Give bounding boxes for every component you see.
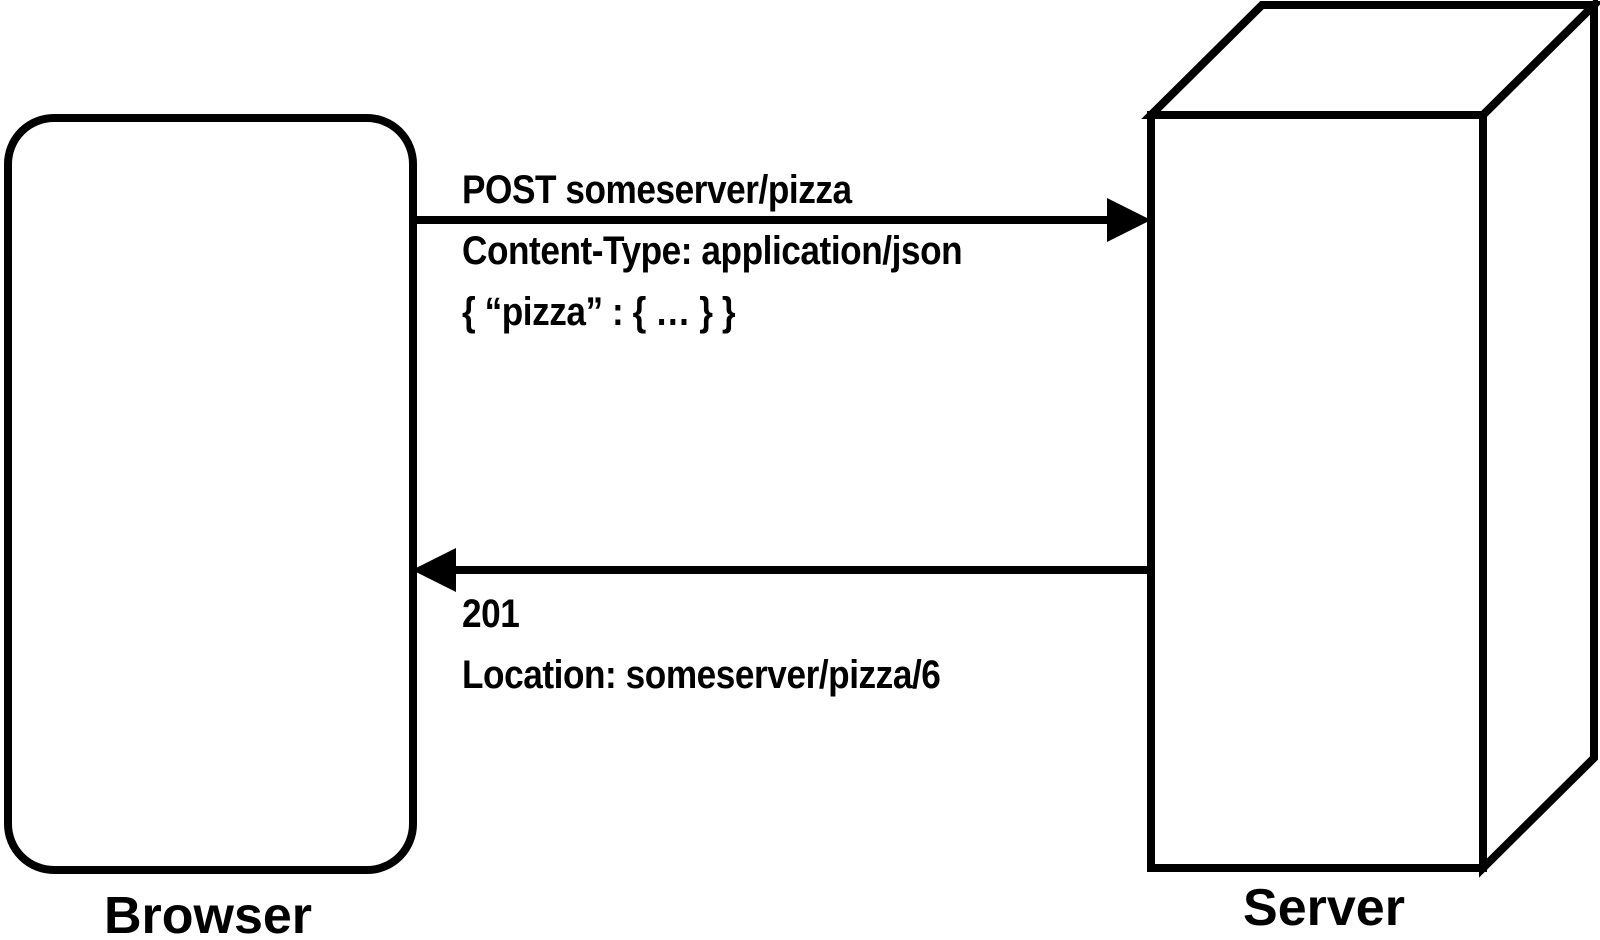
server-box-top-face	[1141, 1, 1600, 119]
response-message: 201 Location: someserver/pizza/6	[462, 591, 941, 697]
browser-node[interactable]	[4, 114, 417, 874]
response-arrow	[412, 548, 1151, 592]
request-arrow	[413, 198, 1151, 242]
request-arrow-head-right-icon	[1107, 198, 1151, 242]
browser-rounded-rectangle[interactable]	[4, 114, 417, 874]
response-arrow-head-left-icon	[412, 548, 456, 592]
request-line-2-content-type-header: Content-Type: application/json	[462, 228, 962, 273]
server-box-right-face	[1479, 0, 1598, 878]
request-line-1-method-path: POST someserver/pizza	[462, 167, 853, 212]
server-node[interactable]	[1141, 0, 1600, 878]
server-label: Server	[1243, 879, 1405, 937]
response-line-1-status-code: 201	[462, 591, 519, 636]
server-box-front-face[interactable]	[1147, 111, 1487, 872]
response-line-2-location-header: Location: someserver/pizza/6	[462, 652, 940, 697]
request-line-3-json-body: { “pizza” : { … } }	[462, 289, 736, 334]
request-message: POST someserver/pizza Content-Type: appl…	[462, 167, 963, 334]
browser-label: Browser	[104, 887, 312, 940]
